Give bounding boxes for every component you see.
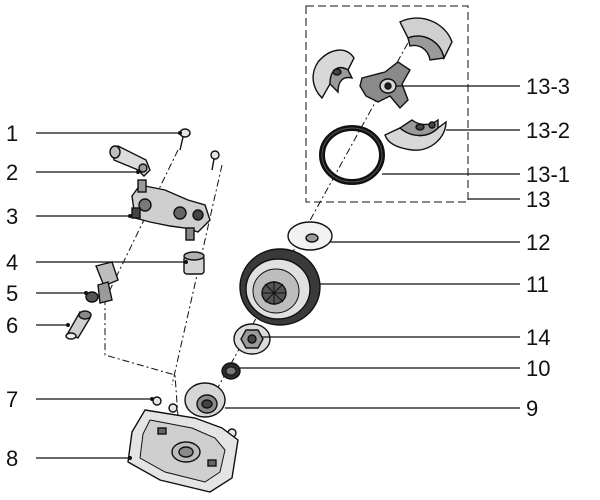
shoe-top [399,17,453,61]
label-part-6: 6 [6,313,18,338]
label-part-12: 12 [526,230,550,255]
part-3-bracket [131,179,211,241]
leader-lines [36,85,520,459]
part-4-bushing [183,251,205,275]
part-9-sprocket [184,382,226,418]
part-10-spring [221,362,241,380]
part-14-hub [233,323,271,355]
part-8-housing [127,409,239,493]
label-part-8: 8 [6,446,18,471]
clutch-assembly-box [305,5,469,203]
part-11-drum [239,248,321,326]
part-labels: 1 2 3 4 5 6 7 8 13-3 13-2 13-1 13 12 11 … [6,74,570,471]
label-part-3: 3 [6,204,18,229]
part-screw-upper [210,150,220,171]
label-part-13-2: 13-2 [526,118,570,143]
label-part-11: 11 [526,272,549,297]
label-part-7: 7 [6,387,18,412]
part-13-2-shoes [312,17,453,151]
label-part-2: 2 [6,160,18,185]
shoe-left [312,49,355,100]
label-part-13: 13 [526,187,550,212]
label-part-10: 10 [526,356,550,381]
drum-spokes [262,281,286,305]
leader-dots [66,131,188,460]
label-part-5: 5 [6,281,18,306]
part-13-1-ring [319,125,385,185]
label-part-14: 14 [526,325,550,350]
shoe-right [384,118,447,151]
part-13-3-spider [359,61,411,110]
label-part-4: 4 [6,250,18,275]
part-5-adjusting-bolt [85,261,119,304]
label-part-1: 1 [6,121,18,146]
part-6-sleeve [65,310,92,340]
label-part-9: 9 [526,396,538,421]
label-part-13-1: 13-1 [526,162,570,187]
label-part-13-3: 13-3 [526,74,570,99]
assembly-axis-lines [104,29,416,446]
part-2-lever [109,145,151,177]
part-12-washer [287,221,333,251]
